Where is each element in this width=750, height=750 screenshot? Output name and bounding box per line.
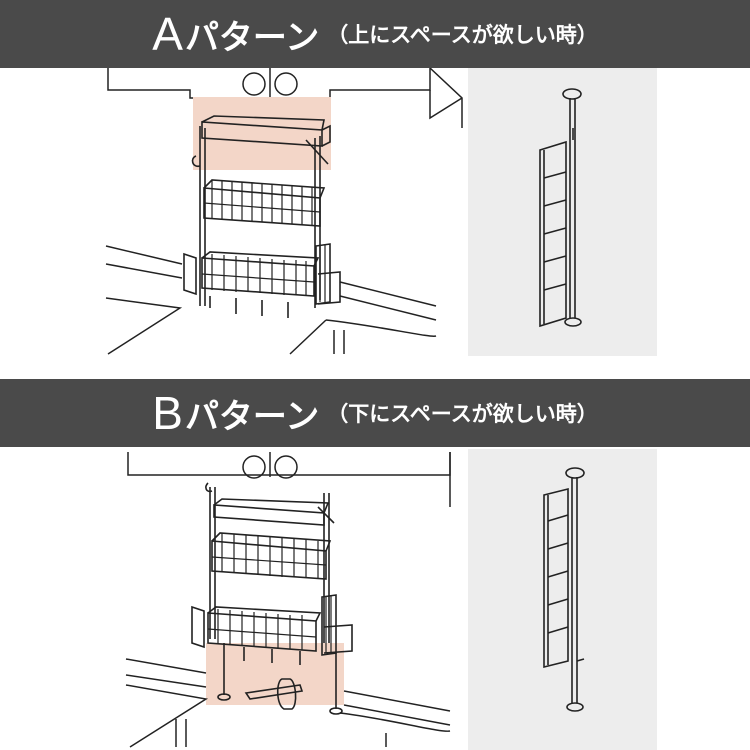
pole-diagram-panel <box>468 68 657 356</box>
basket-wires <box>207 533 332 653</box>
pattern-a-letter: A <box>152 8 183 60</box>
lower-basket-wires <box>201 245 326 302</box>
counter <box>125 658 451 748</box>
pattern-b-letter: B <box>152 387 183 439</box>
rack <box>191 482 353 656</box>
space-highlight-top <box>193 97 331 170</box>
pole-diagram <box>539 88 582 328</box>
middle-basket-wires <box>203 180 321 226</box>
pattern-a-note: （上にスペースが欲しい時） <box>327 23 598 47</box>
pattern-a-drawing <box>105 68 657 356</box>
pattern-a-header: A パターン （上にスペースが欲しい時） <box>0 0 750 68</box>
pattern-a-title: パターン <box>184 17 320 58</box>
pattern-a-illustration <box>0 68 750 379</box>
pattern-b-illustration <box>0 447 750 750</box>
counter <box>105 245 437 355</box>
rack-legs <box>217 643 343 715</box>
pattern-b-title: パターン <box>184 396 320 437</box>
pole-diagram <box>543 467 585 712</box>
pole-diagram-panel <box>468 449 657 750</box>
pattern-b-note: （下にスペースが欲しい時） <box>327 402 598 426</box>
upper-cabinet <box>127 452 451 507</box>
pattern-b-drawing <box>125 449 657 750</box>
pattern-b-header: B パターン （下にスペースが欲しい時） <box>0 379 750 447</box>
lower-basket <box>183 243 341 318</box>
